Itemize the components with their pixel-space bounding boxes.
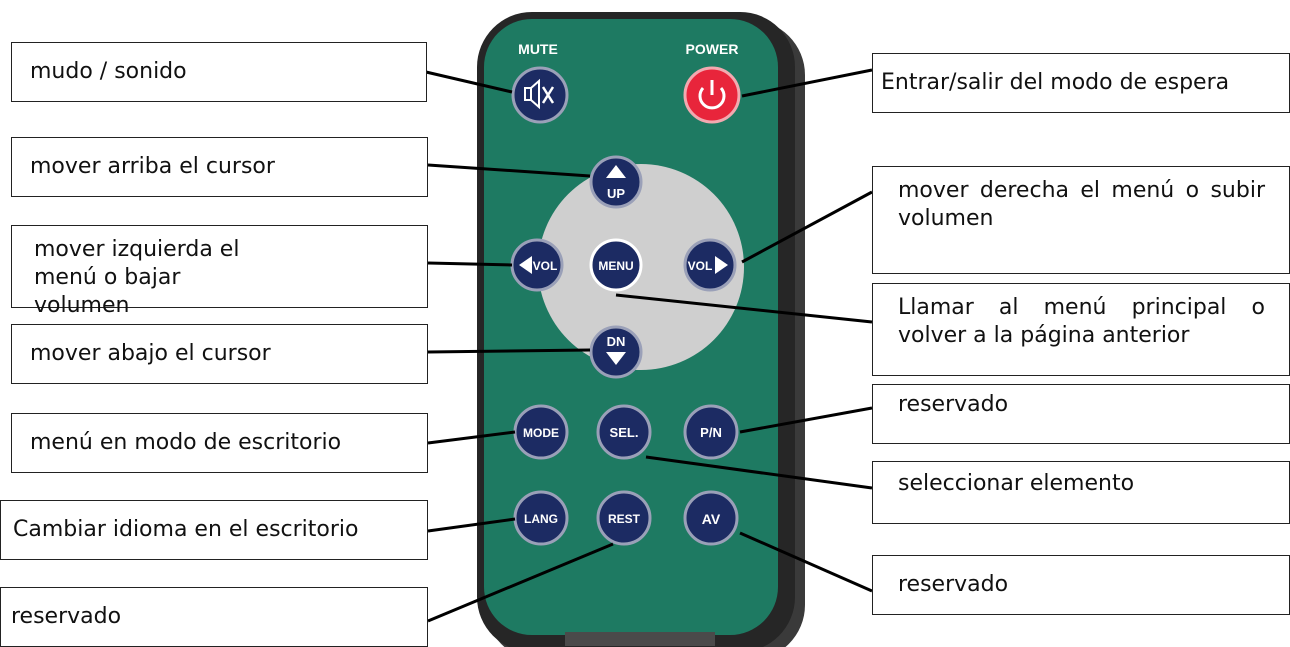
callout-power-text: Entrar/salir del modo de espera [881,70,1230,95]
av-button[interactable]: AV [683,490,739,546]
sel-button[interactable]: SEL. [596,404,652,460]
leader-vol-right [741,190,873,264]
vol-right-button[interactable]: VOL [683,238,737,292]
callout-dn: mover abajo el cursor [11,324,428,384]
callout-av-text: reservado [898,572,1009,597]
callout-up: mover arriba el cursor [11,137,428,197]
callout-sel: seleccionar elemento [872,461,1290,524]
dn-button[interactable]: DN [589,325,643,379]
lang-button[interactable]: LANG [513,490,569,546]
leader-mute [425,70,513,94]
callout-rest-text: reservado [11,604,122,629]
vol-left-label: VOL [533,259,558,273]
vol-right-label: VOL [688,259,713,273]
power-button[interactable] [683,66,741,124]
callout-pn-text: reservado [898,392,1009,417]
leader-vol-left [427,261,513,267]
speaker-mute-icon [524,78,555,110]
leader-sel [645,455,873,490]
dn-label: DN [607,334,626,349]
leader-lines [425,68,873,623]
callout-lang: Cambiar idioma en el escritorio [0,500,428,560]
callout-pn: reservado [872,384,1290,444]
menu-button[interactable]: MENU [589,238,643,292]
rest-button[interactable]: REST [596,490,652,546]
rest-label: REST [608,512,641,526]
leader-pn [739,406,873,434]
up-button[interactable]: UP [589,155,643,209]
menu-label: MENU [598,259,633,273]
mode-label: MODE [523,426,559,440]
mode-button[interactable]: MODE [513,404,569,460]
leader-av [739,531,873,593]
lang-label: LANG [524,512,558,526]
callout-vol-left: mover izquierda el menú o bajar volumen [11,225,428,318]
leader-up [427,163,591,178]
callout-vol-left-text: mover izquierda el menú o bajar volumen [34,237,240,318]
callout-vol-right-text: mover derecha el menú o subir volumen [898,178,1265,231]
callout-dn-text: mover abajo el cursor [30,341,271,366]
pn-label: P/N [700,425,722,440]
callout-up-text: mover arriba el cursor [30,154,275,179]
leader-lang [427,517,516,533]
arrow-right-icon [715,256,728,274]
up-label: UP [607,186,625,201]
callout-av: reservado [872,555,1290,615]
callout-power: Entrar/salir del modo de espera [872,53,1290,113]
vol-left-button[interactable]: VOL [510,238,564,292]
leader-menu [615,293,873,324]
arrow-left-icon [519,256,532,274]
remote-bottom-tab [565,632,715,646]
mute-label: MUTE [518,41,558,57]
callout-rest: reservado [0,587,428,647]
callout-mute-text: mudo / sonido [30,59,187,84]
callout-lang-text: Cambiar idioma en el escritorio [13,517,359,542]
leader-mode [427,430,516,445]
power-icon [698,80,726,110]
power-label: POWER [686,41,739,57]
sel-label: SEL. [610,425,639,440]
callout-vol-right: mover derecha el menú o subir volumen [872,166,1290,274]
mute-button[interactable] [511,66,569,124]
callout-mute: mudo / sonido [11,42,427,102]
leader-power [741,68,873,98]
callout-menu-text: Llamar al menú principal o volver a la p… [898,295,1265,348]
av-label: AV [702,511,721,527]
arrow-up-icon [606,165,626,178]
callout-mode-text: menú en modo de escritorio [30,430,342,455]
callout-menu: Llamar al menú principal o volver a la p… [872,283,1290,376]
pn-button[interactable]: P/N [683,404,739,460]
leader-rest [427,542,614,623]
arrow-down-icon [606,352,626,365]
leader-dn [427,348,591,354]
callout-sel-text: seleccionar elemento [898,471,1135,496]
callout-mode: menú en modo de escritorio [11,413,428,473]
